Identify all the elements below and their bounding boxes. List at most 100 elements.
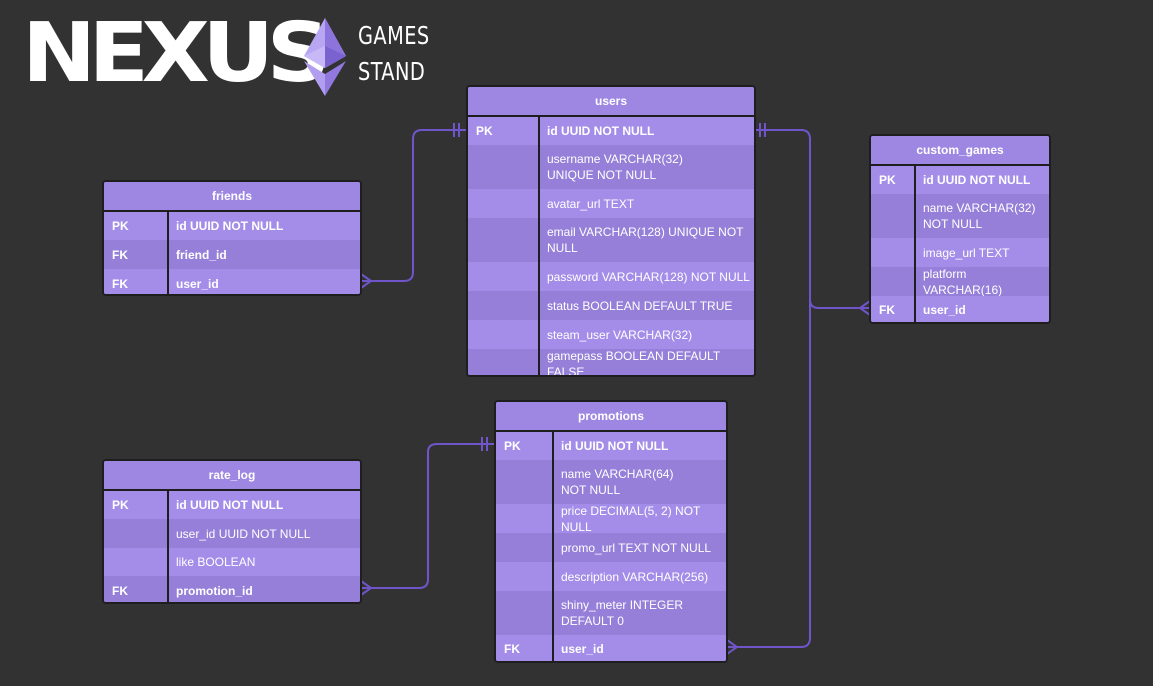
column-definition: steam_user VARCHAR(32)	[547, 327, 693, 342]
table-row: platform VARCHAR(16)	[871, 266, 1049, 297]
column-definition: user_id UUID NOT NULL	[176, 526, 311, 541]
table-friends[interactable]: friends PK id UUID NOT NULL FK friend_id…	[102, 180, 362, 296]
column-definition: id UUID NOT NULL	[547, 124, 655, 138]
column-definition: name VARCHAR(64) NOT NULL	[561, 467, 674, 497]
column-definition: promotion_id	[176, 584, 253, 598]
key-badge: FK	[104, 269, 169, 294]
key-badge	[104, 519, 169, 548]
table-promotions[interactable]: promotions PK id UUID NOT NULL name VARC…	[494, 400, 728, 663]
table-title: promotions	[496, 402, 726, 432]
table-title: rate_log	[104, 461, 360, 491]
column-definition: user_id	[923, 303, 966, 317]
table-row: gamepass BOOLEAN DEFAULT FALSE	[468, 349, 754, 375]
column-definition: id UUID NOT NULL	[923, 173, 1031, 187]
column-definition: name VARCHAR(32) NOT NULL	[923, 201, 1036, 231]
one-one-marker	[759, 123, 766, 137]
column-definition: like BOOLEAN	[176, 555, 256, 569]
key-badge	[468, 262, 540, 291]
table-title: custom_games	[871, 136, 1049, 166]
table-row: status BOOLEAN DEFAULT TRUE	[468, 291, 754, 320]
key-badge: PK	[468, 117, 540, 145]
key-badge: PK	[496, 432, 554, 460]
key-badge	[468, 320, 540, 349]
table-row: username VARCHAR(32) UNIQUE NOT NULL	[468, 145, 754, 189]
users-promotions-connector	[727, 300, 811, 648]
logo-wordmark: NEXUS	[22, 6, 330, 101]
column-definition: id UUID NOT NULL	[176, 219, 284, 233]
column-definition: status BOOLEAN DEFAULT TRUE	[547, 298, 733, 313]
table-title: friends	[104, 182, 360, 212]
column-definition: friend_id	[176, 247, 227, 262]
table-row: description VARCHAR(256)	[496, 562, 726, 591]
table-row: image_url TEXT	[871, 238, 1049, 267]
table-row: FK user_id	[496, 635, 726, 661]
many-crowfoot-marker	[726, 639, 739, 655]
key-badge	[496, 504, 554, 533]
table-rate-log[interactable]: rate_log PK id UUID NOT NULL user_id UUI…	[102, 459, 362, 604]
logo-subtitle-line1: GAMES	[358, 21, 430, 50]
key-badge: PK	[871, 166, 916, 194]
many-crowfoot-marker	[360, 273, 373, 289]
rate-log-promotions-connector	[361, 443, 495, 589]
key-badge: PK	[104, 212, 169, 240]
key-badge	[496, 460, 554, 504]
column-definition: avatar_url TEXT	[547, 196, 635, 211]
key-badge: FK	[104, 240, 169, 269]
table-row: FK promotion_id	[104, 576, 360, 602]
table-row: FK friend_id	[104, 240, 360, 269]
many-crowfoot-marker	[360, 580, 373, 596]
table-row: promo_url TEXT NOT NULL	[496, 533, 726, 562]
table-row: FK user_id	[104, 269, 360, 294]
ethereum-gem-icon	[304, 18, 346, 96]
users-custom-games-connector	[755, 129, 870, 309]
key-badge: PK	[104, 491, 169, 519]
table-row: steam_user VARCHAR(32)	[468, 320, 754, 349]
column-definition: price DECIMAL(5, 2) NOT NULL	[561, 503, 701, 534]
nexus-logo: NEXUS GAMES STAND	[22, 12, 432, 100]
key-badge	[871, 194, 916, 238]
column-definition: shiny_meter INTEGER DEFAULT 0	[561, 598, 684, 628]
table-row: PK id UUID NOT NULL	[104, 491, 360, 519]
column-definition: username VARCHAR(32) UNIQUE NOT NULL	[547, 152, 683, 182]
table-users[interactable]: users PK id UUID NOT NULL username VARCH…	[466, 85, 756, 377]
key-badge: FK	[496, 635, 554, 661]
column-definition: promo_url TEXT NOT NULL	[561, 540, 712, 555]
key-badge	[496, 533, 554, 562]
friends-users-connector	[361, 129, 467, 282]
key-badge	[871, 238, 916, 267]
one-one-marker	[481, 437, 488, 451]
table-row: user_id UUID NOT NULL	[104, 519, 360, 548]
key-badge	[104, 548, 169, 576]
table-row: email VARCHAR(128) UNIQUE NOT NULL	[468, 218, 754, 262]
column-definition: user_id	[561, 642, 604, 656]
key-badge	[468, 145, 540, 189]
column-definition: id UUID NOT NULL	[561, 439, 669, 453]
key-badge	[468, 218, 540, 262]
column-definition: description VARCHAR(256)	[561, 569, 709, 584]
logo-subtitle-line2: STAND	[358, 57, 426, 86]
one-one-marker	[453, 123, 460, 137]
key-badge	[468, 189, 540, 218]
table-row: name VARCHAR(64) NOT NULL	[496, 460, 726, 504]
table-row: name VARCHAR(32) NOT NULL	[871, 194, 1049, 238]
key-badge	[496, 562, 554, 591]
key-badge	[496, 591, 554, 635]
table-row: shiny_meter INTEGER DEFAULT 0	[496, 591, 726, 635]
many-crowfoot-marker	[858, 300, 871, 316]
table-title: users	[468, 87, 754, 117]
column-definition: image_url TEXT	[923, 245, 1010, 260]
key-badge	[871, 267, 916, 296]
key-badge: FK	[104, 576, 169, 602]
table-row: PK id UUID NOT NULL	[496, 432, 726, 460]
table-row: password VARCHAR(128) NOT NULL	[468, 262, 754, 291]
table-row: price DECIMAL(5, 2) NOT NULL	[496, 503, 726, 534]
table-row: PK id UUID NOT NULL	[104, 212, 360, 240]
key-badge: FK	[871, 296, 916, 322]
column-definition: id UUID NOT NULL	[176, 498, 284, 512]
column-definition: platform VARCHAR(16)	[923, 266, 1003, 297]
table-row: PK id UUID NOT NULL	[871, 166, 1049, 194]
table-custom-games[interactable]: custom_games PK id UUID NOT NULL name VA…	[869, 134, 1051, 324]
key-badge	[468, 349, 540, 375]
column-definition: user_id	[176, 276, 219, 291]
